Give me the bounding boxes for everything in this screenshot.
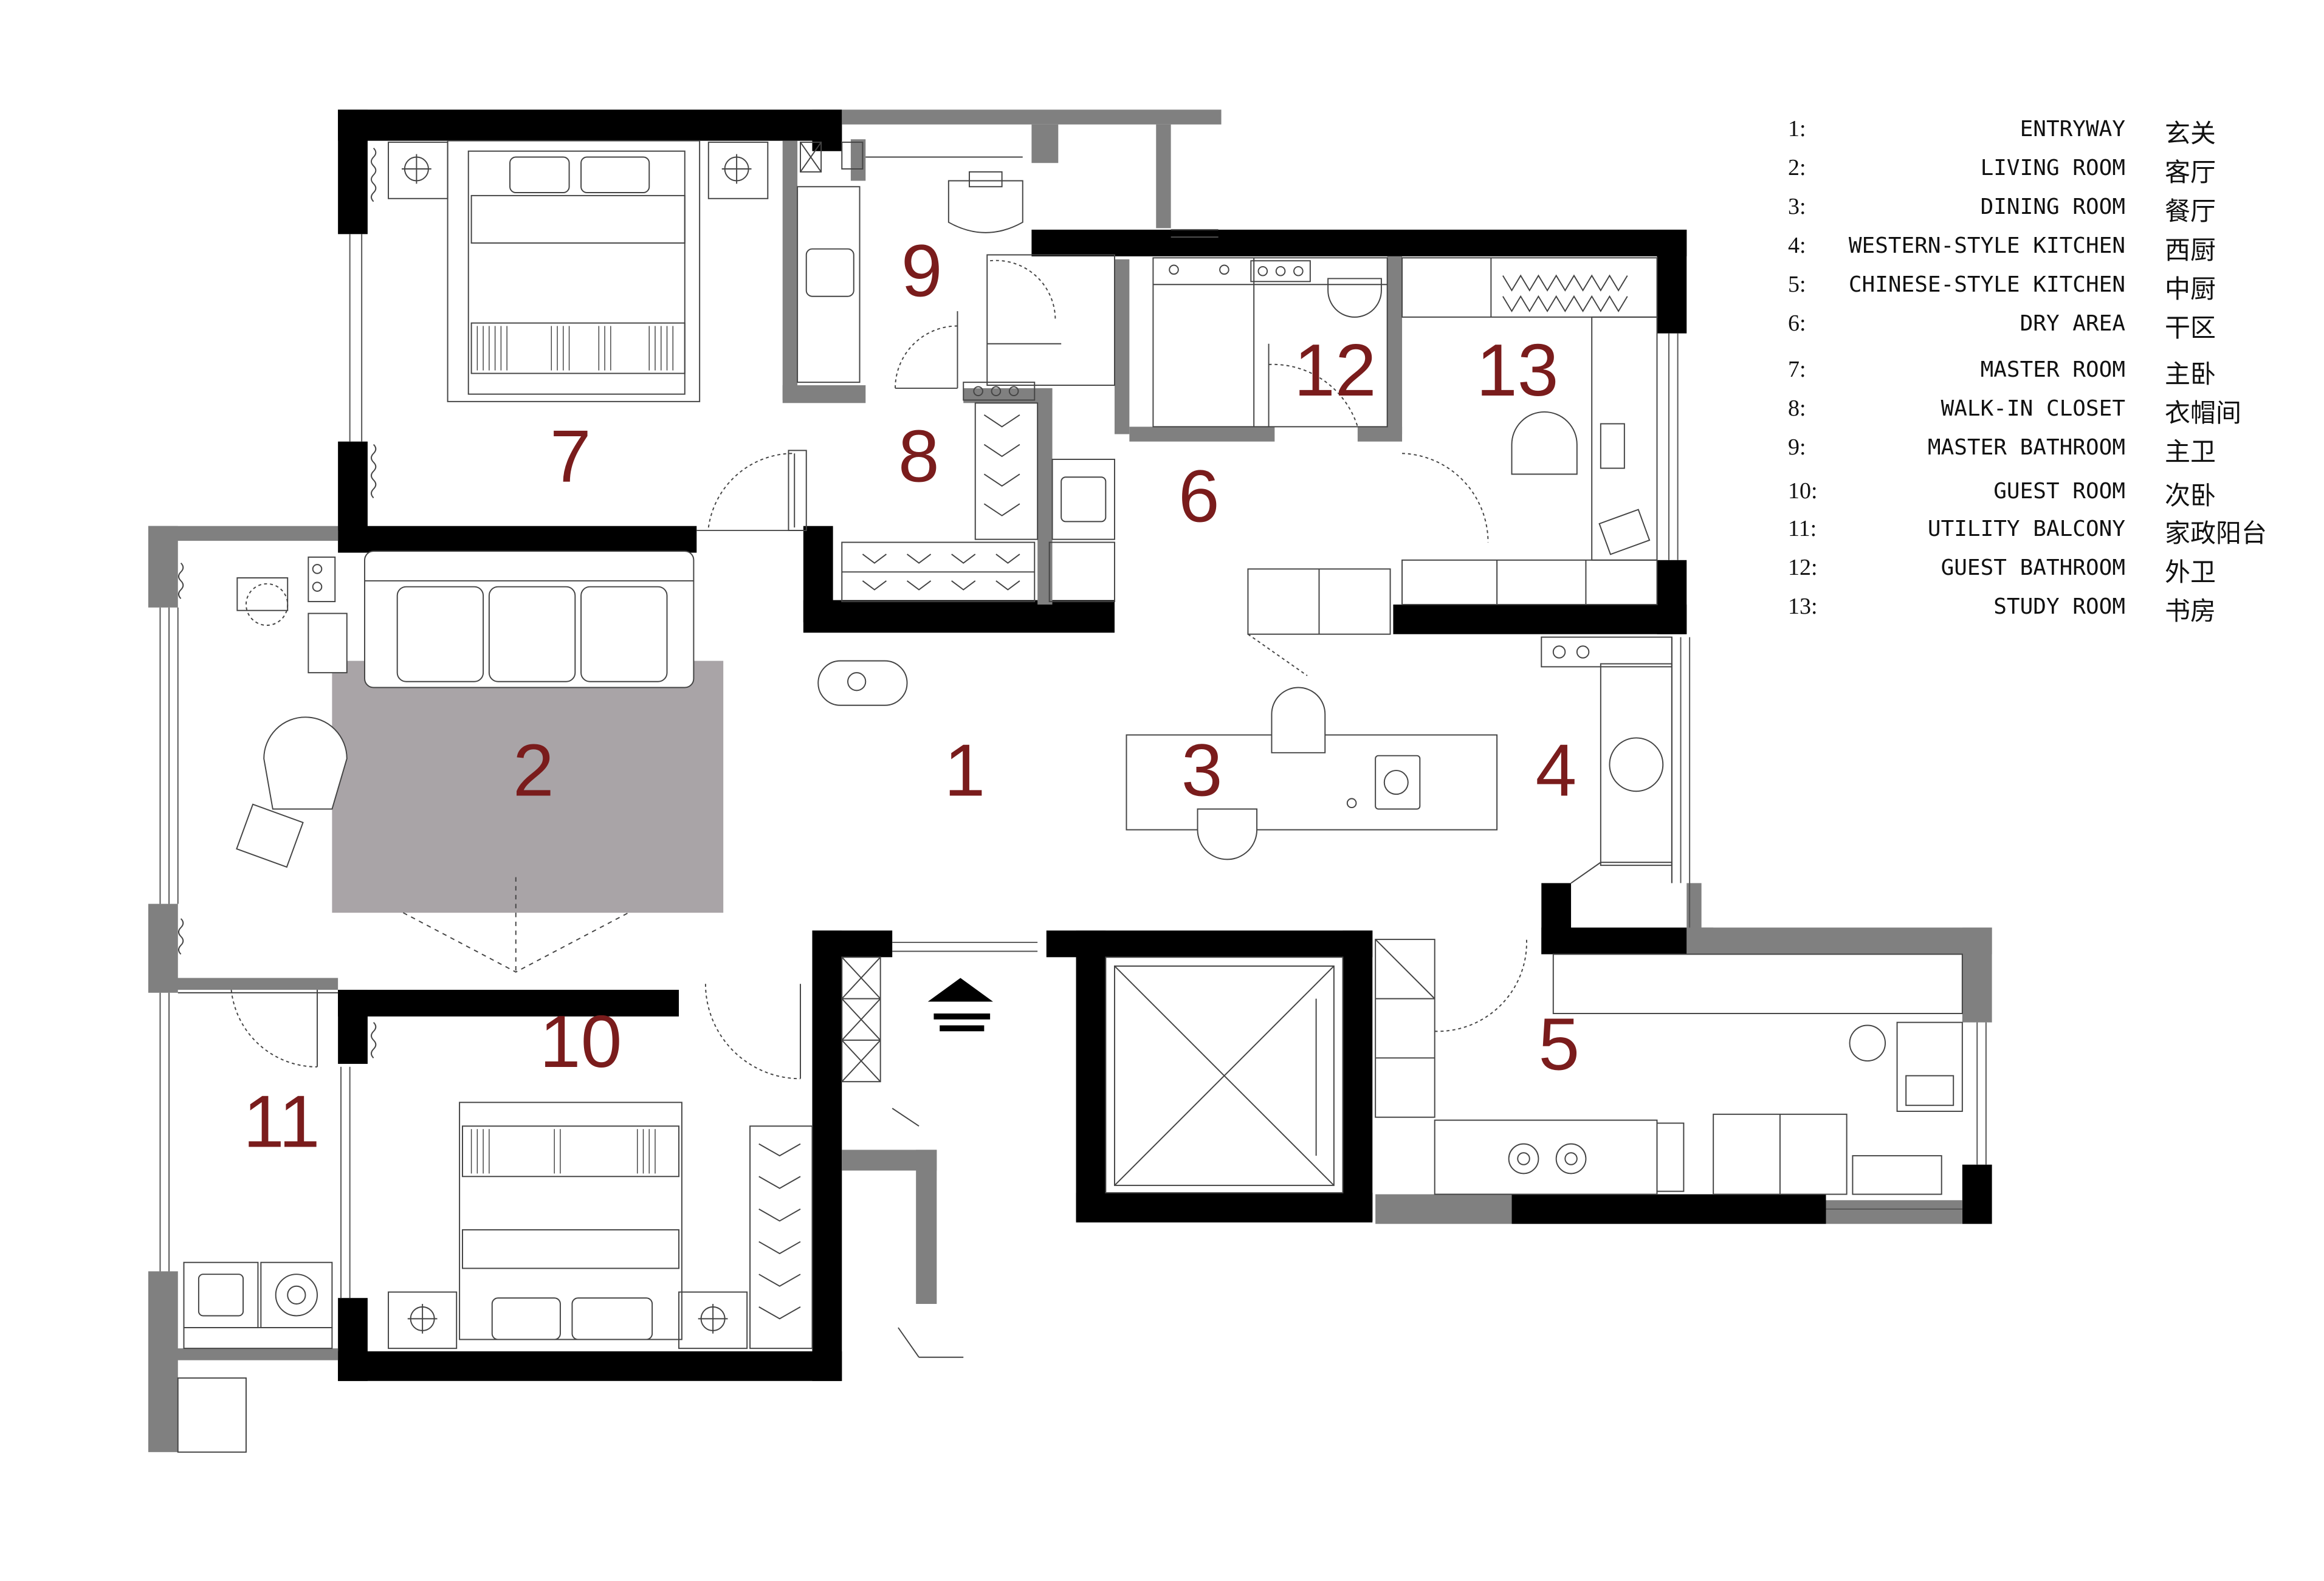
- person-icon: [1849, 1024, 1886, 1062]
- dry-area-fixtures: [1048, 458, 1391, 676]
- entrance-arrow-icon: [927, 978, 993, 1032]
- room-label-1: 1: [944, 729, 986, 812]
- stove-icon: [1508, 1143, 1587, 1175]
- shoe-cabinet: [841, 956, 881, 1083]
- room-label-3: 3: [1181, 729, 1223, 812]
- chair-icon: [1197, 808, 1258, 860]
- chair-icon: [1271, 687, 1326, 753]
- elevator-icon: [1105, 956, 1344, 1194]
- living-room-rug: [332, 660, 724, 913]
- nightstand-left: [388, 142, 449, 199]
- master-bathroom-fixtures: [797, 142, 1115, 389]
- western-kitchen-fixtures: [1541, 636, 1673, 884]
- guest-wardrobe: [749, 1125, 813, 1350]
- side-table: [308, 612, 348, 674]
- curtain-icon: [371, 148, 377, 202]
- windows: [159, 229, 1987, 1298]
- room-label-8: 8: [898, 415, 940, 498]
- utility-balcony-fixtures: [177, 989, 339, 1453]
- walk-in-closet-fixtures: [707, 382, 1039, 603]
- lamp-icon: [245, 583, 289, 626]
- nightstand-right: [707, 142, 769, 199]
- exterior-walls: [338, 109, 1992, 1381]
- room-label-5: 5: [1538, 1003, 1580, 1086]
- room-label-2: 2: [513, 729, 554, 812]
- room-label-9: 9: [901, 230, 943, 312]
- dining-island: [1126, 687, 1498, 860]
- study-room-fixtures: [1401, 257, 1658, 605]
- nightstand-left: [388, 1291, 458, 1350]
- room-label-13: 13: [1476, 329, 1559, 411]
- chair-icon: [1511, 411, 1578, 475]
- nightstand-right: [678, 1291, 748, 1350]
- room-label-7: 7: [550, 415, 591, 498]
- curtain-icon: [371, 444, 377, 499]
- toilet-icon: [1327, 278, 1382, 318]
- partition-walls: [148, 109, 1992, 1452]
- lounge-chair-icon: [236, 716, 348, 868]
- chinese-kitchen-fixtures: [1375, 939, 1963, 1195]
- toilet-icon: [947, 180, 1023, 233]
- room-label-6: 6: [1178, 454, 1220, 537]
- guest-bathroom-fixtures: [1152, 257, 1388, 428]
- room-label-4: 4: [1536, 729, 1577, 812]
- master-bed-icon: [447, 140, 701, 402]
- sofa-icon: [364, 550, 695, 688]
- room-label-10: 10: [540, 1000, 622, 1083]
- room-numbers: 7 8 9 6 12 13 2 1 3 4 5 10 11: [243, 230, 1580, 1163]
- room-label-11: 11: [243, 1080, 320, 1162]
- side-table: [236, 577, 289, 611]
- stool-icon: [817, 660, 908, 706]
- guest-bed-icon: [459, 1102, 682, 1340]
- room-label-12: 12: [1294, 329, 1377, 411]
